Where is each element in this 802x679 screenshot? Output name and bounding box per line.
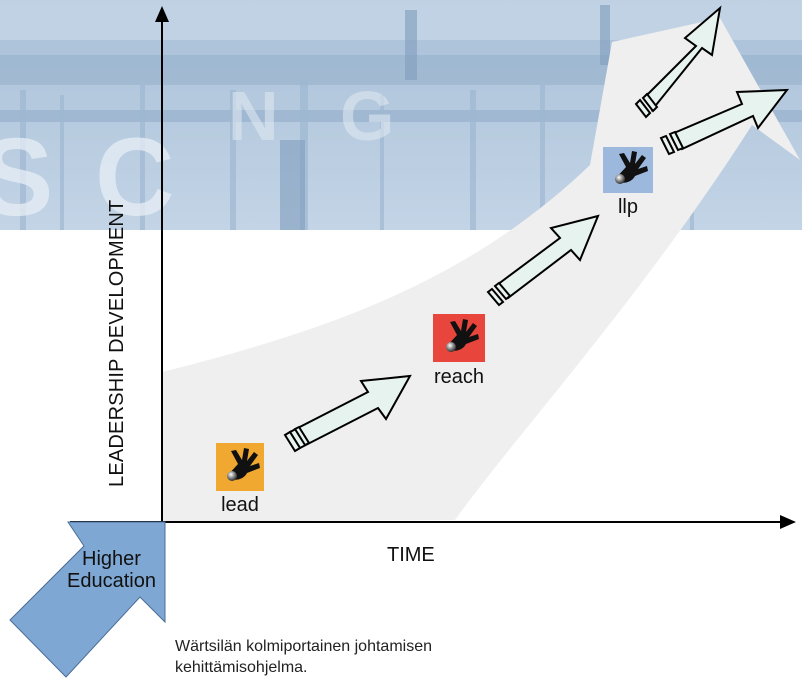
stage-label-reach: reach: [433, 366, 485, 388]
hand-icon: [446, 319, 479, 352]
y-axis: [155, 6, 169, 522]
origin-label-line1: Higher: [82, 548, 141, 570]
caption: Wärtsilän kolmiportainen johtamisen kehi…: [175, 636, 432, 678]
x-axis-label: TIME: [387, 544, 435, 566]
origin-label: Higher Education: [64, 548, 159, 592]
svg-text:N: N: [228, 77, 279, 155]
svg-text:S: S: [0, 116, 53, 239]
svg-text:G: G: [340, 77, 394, 155]
stage-reach: [433, 314, 485, 362]
origin-arrow: [9, 521, 166, 678]
growth-arrows: [283, 5, 790, 453]
stage-label-llp: llp: [617, 196, 638, 218]
growth-arrow-3: [634, 5, 722, 119]
caption-line2: kehittämisohjelma.: [175, 659, 308, 676]
growth-arrow-2: [486, 214, 600, 307]
growth-swoosh: [162, 18, 800, 522]
x-axis: [70, 515, 796, 529]
stage-label-lead: lead: [221, 494, 259, 516]
growth-arrow-4: [659, 88, 790, 156]
hand-icon: [227, 448, 260, 481]
stage-lead: [216, 443, 264, 491]
hand-icon: [615, 151, 648, 184]
growth-arrow-1: [283, 374, 412, 453]
y-axis-label: LEADERSHIP DEVELOPMENT: [106, 199, 128, 487]
caption-line1: Wärtsilän kolmiportainen johtamisen: [175, 638, 432, 655]
stage-llp: [603, 147, 653, 193]
origin-label-line2: Education: [67, 570, 156, 592]
